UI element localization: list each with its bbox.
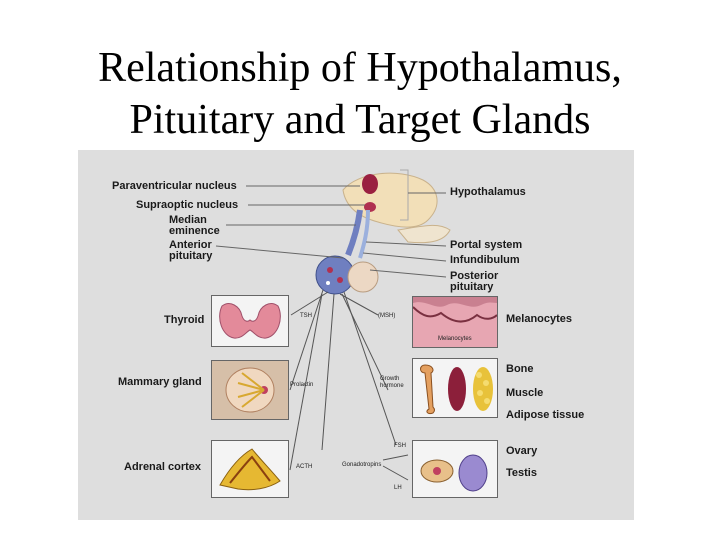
mammary-gland-label: Mammary gland: [118, 376, 202, 388]
melanocytes-image: [412, 296, 498, 348]
bone-label: Bone: [506, 363, 534, 375]
anterior-pituitary-label-1: Anterior: [169, 239, 212, 251]
adrenal-cortex-image: [211, 440, 289, 498]
mammary-gland-icon: [212, 361, 288, 419]
hypothalamus-pituitary-illustration: [215, 169, 451, 481]
mammary-gland-image: [211, 360, 289, 420]
melanocytes-small-label: Melanocytes: [438, 336, 472, 342]
median-eminence-label-2: eminence: [169, 225, 220, 237]
infundibulum-label: Infundibulum: [450, 254, 520, 266]
thyroid-image: [211, 295, 289, 347]
adrenal-icon: [219, 448, 281, 491]
slide-title-line-1: Relationship of Hypothalamus,: [98, 45, 622, 91]
thyroid-icon: [219, 303, 281, 339]
anterior-pituitary-label-2: pituitary: [169, 250, 213, 262]
growth-hormone-label-1: Growth: [380, 376, 400, 382]
skin-icon: [413, 297, 497, 347]
thyroid-label: Thyroid: [164, 314, 205, 326]
adipose-tissue-label: Adipose tissue: [506, 409, 585, 421]
posterior-pituitary-label-1: Posterior: [450, 270, 499, 282]
diagram-panel: Paraventricular nucleus Supraoptic nucle…: [78, 150, 634, 520]
fsh-label: FSH: [394, 443, 406, 449]
posterior-pituitary-label-2: pituitary: [450, 281, 494, 293]
portal-system-label: Portal system: [450, 239, 523, 251]
gonadotropins-label: Gonadotropins: [342, 462, 382, 468]
adrenal-cortex-label: Adrenal cortex: [124, 461, 202, 473]
hypothalamus-label: Hypothalamus: [450, 186, 526, 198]
msh-label: (MSH): [378, 313, 396, 319]
bone-muscle-fat-icon: [420, 364, 493, 414]
ovary-label: Ovary: [506, 445, 538, 457]
paraventricular-nucleus-label: Paraventricular nucleus: [112, 180, 237, 192]
tsh-label: TSH: [300, 313, 312, 319]
testis-label: Testis: [506, 467, 537, 479]
growth-hormone-label-2: hormone: [380, 383, 404, 389]
prolactin-label: Prolactin: [290, 382, 314, 388]
lh-label: LH: [394, 485, 402, 491]
muscle-label: Muscle: [506, 387, 544, 399]
gonads-image: [412, 440, 498, 498]
growth-targets-image: [412, 358, 498, 418]
supraoptic-nucleus-label: Supraoptic nucleus: [136, 199, 239, 211]
melanocytes-label: Melanocytes: [506, 313, 573, 325]
acth-label: ACTH: [296, 464, 313, 470]
slide-title-line-2: Pituitary and Target Glands: [129, 97, 591, 143]
ovary-testis-icon: [420, 454, 488, 492]
median-eminence-label-1: Median: [169, 214, 207, 226]
